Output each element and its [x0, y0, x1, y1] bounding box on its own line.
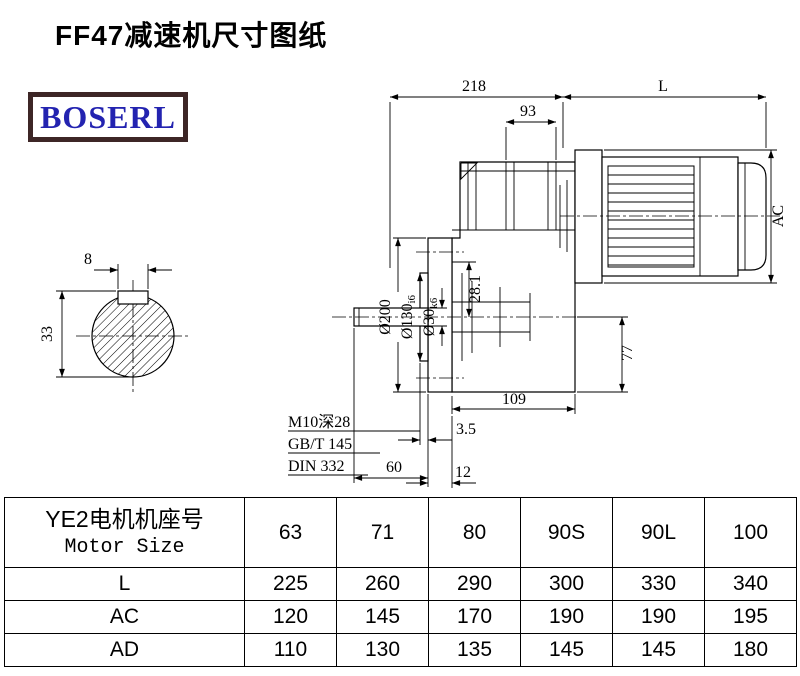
- motor-flange: [574, 149, 603, 284]
- motor-size-90S: 90S: [520, 497, 613, 568]
- table-row-AD: AD 110 130 135 145 145 180: [4, 633, 797, 667]
- cell-AD-90L: 145: [612, 633, 705, 667]
- table-header-row: YE2电机机座号 Motor Size 63 71 80 90S 90L 100: [4, 497, 797, 568]
- dim-d30: Ø30k6: [421, 297, 440, 336]
- motor: [560, 149, 780, 284]
- motor-size-90L: 90L: [612, 497, 705, 568]
- dim-77: 77: [619, 345, 636, 361]
- dim-28-1: 28.1: [467, 275, 484, 303]
- note-m10: M10深28: [288, 413, 350, 431]
- gearbox-housing: [451, 161, 576, 393]
- dim-33: 33: [39, 326, 56, 342]
- output-flange: [427, 237, 453, 393]
- dim-L: L: [658, 78, 668, 95]
- cell-AD-71: 130: [336, 633, 429, 667]
- row-label-AD: AD: [4, 633, 245, 667]
- header-motor-size-cn: YE2电机机座号: [45, 505, 204, 532]
- shaft-section-circle: [91, 294, 175, 378]
- cell-AD-100: 180: [704, 633, 797, 667]
- cell-AC-90S: 190: [520, 600, 613, 634]
- motor-size-80: 80: [428, 497, 521, 568]
- keyway: [117, 290, 149, 305]
- dim-12: 12: [455, 464, 471, 481]
- table-row-L: L 225 260 290 300 330 340: [4, 567, 797, 601]
- dim-AC: AC: [770, 205, 787, 227]
- dim-3-5: 3.5: [456, 421, 476, 438]
- header-motor-size: YE2电机机座号 Motor Size: [4, 497, 245, 568]
- motor-size-63: 63: [244, 497, 337, 568]
- technical-drawing: 8 33: [39, 78, 787, 488]
- thread-notes: M10深28 GB/T 145 DIN 332: [288, 413, 420, 476]
- note-gbt: GB/T 145: [288, 436, 352, 453]
- dim-60: 60: [386, 459, 402, 476]
- cell-AC-71: 145: [336, 600, 429, 634]
- cell-AC-63: 120: [244, 600, 337, 634]
- shaft-cross-section: 8 33: [39, 251, 190, 392]
- fan-cover: [737, 162, 767, 271]
- cell-L-71: 260: [336, 567, 429, 601]
- cell-AD-63: 110: [244, 633, 337, 667]
- row-label-AC: AC: [4, 600, 245, 634]
- header-motor-size-en: Motor Size: [64, 535, 185, 559]
- cell-L-63: 225: [244, 567, 337, 601]
- cell-L-90S: 300: [520, 567, 613, 601]
- dimensions: 218 L 93 AC Ø200 Ø130i6 Ø30k6 28.1: [288, 78, 787, 488]
- page-title: FF47减速机尺寸图纸: [55, 20, 328, 51]
- boserl-logo: BOSERL: [28, 92, 188, 142]
- motor-size-table: YE2电机机座号 Motor Size 63 71 80 90S 90L 100…: [4, 497, 797, 667]
- motor-fins: [607, 165, 695, 268]
- cell-AC-90L: 190: [612, 600, 705, 634]
- dim-d200: Ø200: [377, 299, 394, 335]
- motor-size-100: 100: [704, 497, 797, 568]
- dim-218: 218: [462, 78, 486, 95]
- cell-L-90L: 330: [612, 567, 705, 601]
- dim-109: 109: [502, 391, 526, 408]
- cell-AC-100: 195: [704, 600, 797, 634]
- output-flange-and-shaft: [332, 237, 600, 393]
- cell-AD-80: 135: [428, 633, 521, 667]
- cell-AD-90S: 145: [520, 633, 613, 667]
- motor-size-71: 71: [336, 497, 429, 568]
- logo-text: BOSERL: [40, 98, 176, 135]
- dim-d130: Ø130i6: [399, 294, 418, 339]
- cell-L-80: 290: [428, 567, 521, 601]
- note-din: DIN 332: [288, 458, 344, 475]
- cell-L-100: 340: [704, 567, 797, 601]
- row-label-L: L: [4, 567, 245, 601]
- cell-AC-80: 170: [428, 600, 521, 634]
- table-row-AC: AC 120 145 170 190 190 195: [4, 600, 797, 634]
- dim-93: 93: [520, 103, 536, 120]
- dim-8: 8: [84, 251, 92, 268]
